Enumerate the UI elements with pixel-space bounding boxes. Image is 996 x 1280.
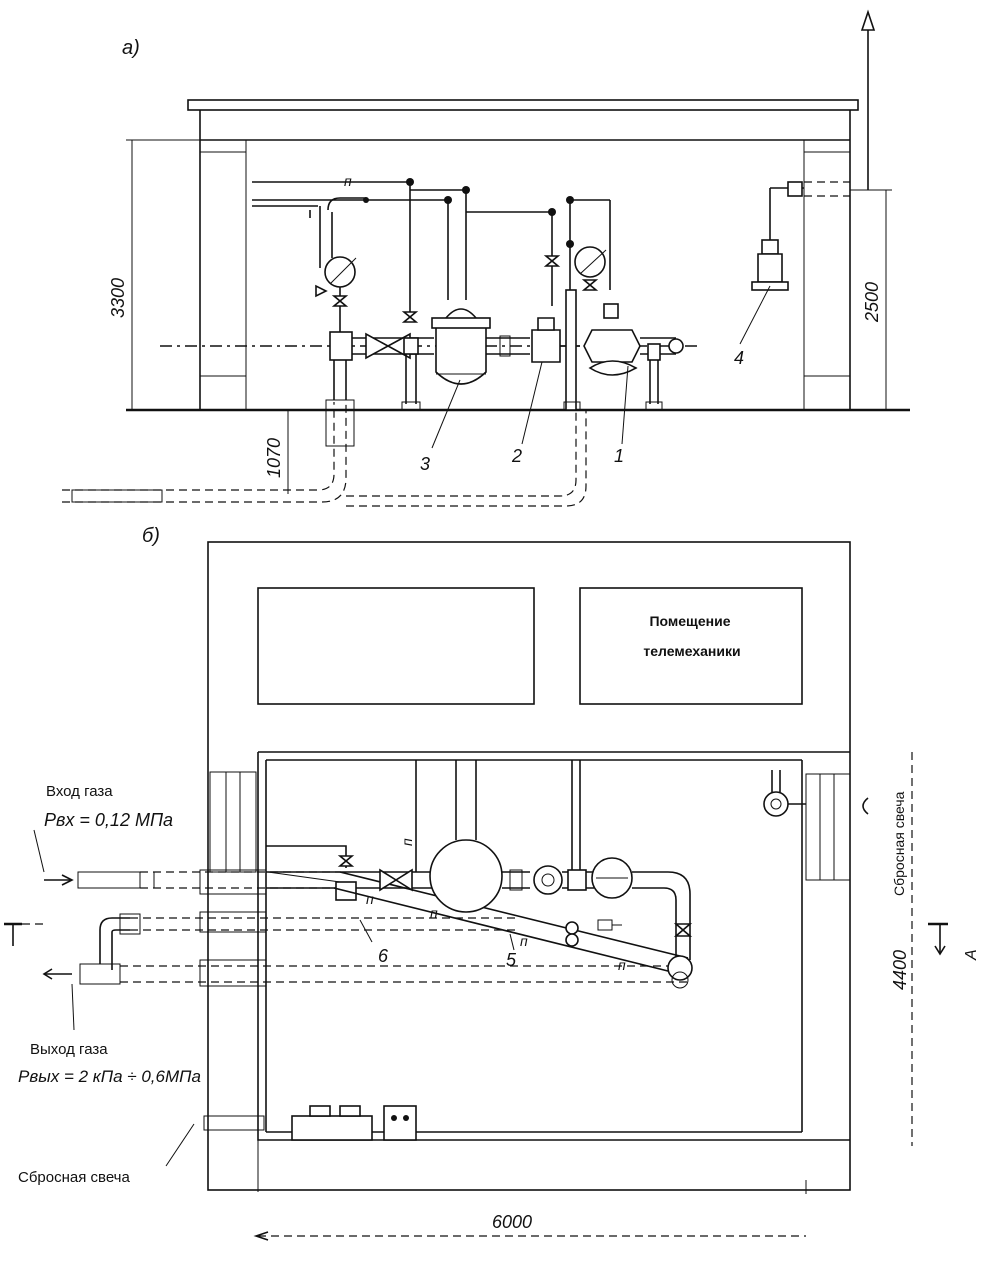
svg-text:1: 1 — [614, 446, 624, 466]
pressure-gauge-icon — [574, 246, 606, 278]
svg-text:телемеханики: телемеханики — [643, 643, 740, 659]
valve-icon — [543, 255, 561, 267]
svg-text:4: 4 — [734, 348, 744, 368]
svg-text:п: п — [430, 905, 438, 921]
svg-text:A: A — [963, 949, 980, 961]
plan-view: б) Помещение телемеханики — [4, 525, 980, 1241]
svg-text:2: 2 — [511, 446, 522, 466]
svg-text:2500: 2500 — [862, 282, 882, 323]
valve-icon — [315, 284, 328, 298]
safety-shutoff-valve — [531, 329, 561, 363]
svg-text:1070: 1070 — [264, 438, 284, 478]
building-outline — [207, 541, 851, 1191]
wall-penetrations-left — [199, 771, 267, 1131]
gas-filter — [435, 325, 487, 385]
svg-text:6: 6 — [378, 946, 389, 966]
bypass-and-gauge-left — [309, 197, 366, 340]
svg-text:6000: 6000 — [492, 1212, 532, 1232]
gas-inlet-label: Вход газа — [46, 783, 113, 800]
equipment-room — [257, 751, 850, 1141]
svg-text:п: п — [618, 957, 626, 973]
vent-candle-icon — [763, 791, 789, 817]
view-a-label: a) — [122, 37, 140, 59]
dimension-4400: 4400 — [890, 752, 913, 1146]
section-view: a) 3300 2500 — [62, 9, 910, 507]
valve-icon — [401, 311, 419, 323]
svg-text:3300: 3300 — [108, 278, 128, 318]
gas-inlet-pressure: Pвх = 0,12 МПа — [44, 810, 173, 830]
left-wall — [199, 139, 247, 411]
shutoff-valve-plan — [533, 865, 563, 895]
section-mark-right: A — [928, 922, 980, 961]
svg-text:п: п — [344, 173, 352, 189]
gas-outlet-pressure: Pвых = 2 кПа ÷ 0,6МПа — [18, 1067, 201, 1086]
impulse-lines: п — [252, 173, 611, 320]
view-b-label: б) — [142, 525, 160, 547]
pressure-gauge-icon — [324, 256, 356, 288]
svg-text:3: 3 — [420, 454, 430, 474]
svg-text:Помещение: Помещение — [649, 613, 730, 629]
svg-text:п: п — [520, 933, 528, 949]
dimension-2500: 2500 — [850, 189, 892, 410]
room-telemechanics — [579, 587, 803, 705]
svg-text:5: 5 — [506, 950, 517, 970]
svg-text:4400: 4400 — [890, 950, 910, 990]
gate-valve-icon — [379, 868, 398, 892]
dimension-6000: 6000 — [253, 1140, 807, 1241]
right-wall — [803, 139, 851, 411]
heater-item-4 — [751, 181, 850, 291]
valve-icon — [331, 295, 349, 307]
wall-penetration-right — [763, 770, 869, 881]
gate-valve-icon — [394, 868, 413, 892]
valve-icon — [581, 279, 599, 291]
pressure-regulator — [583, 329, 641, 363]
svg-text:п: п — [399, 838, 415, 846]
valve-icon — [673, 923, 693, 937]
gas-outlet-pipe — [42, 913, 690, 985]
room-left — [257, 587, 535, 705]
dimension-3300: 3300 — [108, 139, 200, 410]
vent-candle-right-label: Сбросная свеча — [891, 791, 907, 896]
section-mark-left — [4, 922, 44, 946]
section-callouts: 3 2 1 4 — [420, 285, 771, 474]
valve-icon — [337, 855, 355, 867]
plan-equipment: п п п п п — [266, 760, 693, 989]
dimension-1070: 1070 — [264, 410, 289, 494]
gate-valve-icon — [365, 332, 390, 360]
underground-pipeline — [62, 399, 587, 507]
cabinets — [291, 1105, 417, 1141]
gas-filter-plan — [429, 839, 503, 913]
vent-candle-label: Сбросная свеча — [18, 1169, 130, 1186]
gas-inlet-pipe — [44, 871, 340, 889]
roof-slab — [187, 99, 859, 111]
svg-text:п: п — [366, 891, 374, 907]
vent-arrow — [860, 9, 876, 190]
main-pipeline — [160, 246, 700, 411]
gas-outlet-label: Выход газа — [30, 1041, 108, 1058]
